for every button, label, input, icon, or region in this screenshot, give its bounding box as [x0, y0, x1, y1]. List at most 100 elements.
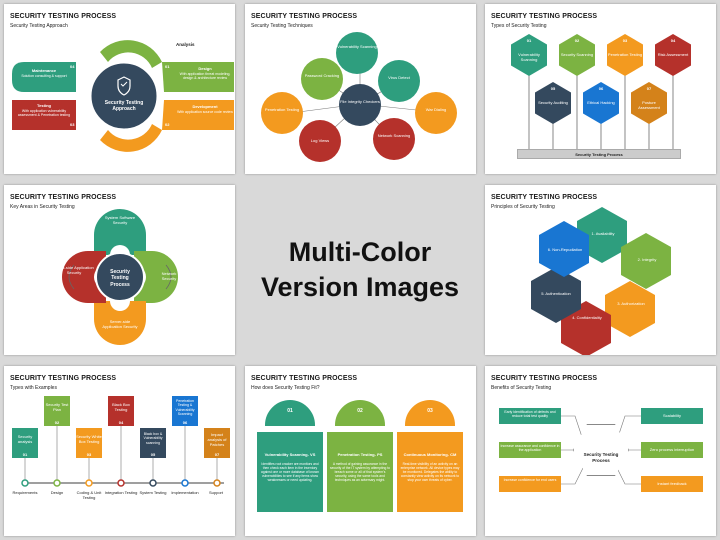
benefit-left-2: Increase assurance and confidence in the…	[500, 444, 560, 453]
vulnerability-scanning-label: Vulnerability Scanning	[337, 44, 377, 49]
center-label: Security Testing Process	[110, 269, 130, 288]
development-heading: Development	[192, 104, 218, 109]
authorization-label: 3. Authorization	[617, 301, 645, 306]
type-hexagon[interactable]	[511, 34, 547, 76]
slide-subtitle: Security Testing Approach	[10, 23, 68, 29]
timeline	[21, 426, 224, 487]
slide-title: SECURITY TESTING PROCESS	[251, 375, 358, 382]
column-card[interactable]	[327, 432, 393, 512]
step-number: 04	[70, 64, 75, 69]
heading-line-2: Version Images	[260, 272, 460, 302]
card-number: 06	[182, 420, 188, 425]
slide-title: SECURITY TESTING PROCESS	[251, 13, 358, 20]
center-label: Security Testing Approach	[104, 100, 144, 113]
card-text: Impact analysis of Patches	[207, 432, 227, 447]
slide-title: SECURITY TESTING PROCESS	[491, 375, 598, 382]
column-heading: Penetration Testing- PS	[337, 452, 383, 457]
war-dialing-label: War Dialing	[425, 107, 447, 112]
slide-title: SECURITY TESTING PROCESS	[10, 375, 117, 382]
benefit-box[interactable]	[641, 442, 703, 458]
card-number: 02	[54, 420, 60, 425]
column-card[interactable]	[397, 432, 463, 512]
timeline-step: Coding & Unit Testing	[76, 490, 102, 500]
slide-subtitle: Security Testing Techniques	[251, 23, 313, 29]
system-software-label: System Software Security	[104, 215, 136, 225]
slide-subtitle: Principles of Security Testing	[491, 204, 555, 210]
benefit-right-1: Scalability	[662, 413, 681, 418]
type-hexagon[interactable]	[631, 82, 667, 124]
type-hexagon[interactable]	[583, 82, 619, 124]
timeline-step: Design	[50, 490, 64, 495]
technique-node[interactable]	[299, 120, 341, 162]
password-cracking-label: Password Cracking	[304, 73, 340, 78]
server-side-label: Server-side Application Security	[102, 319, 138, 329]
type-number: 06	[598, 86, 604, 91]
benefit-box[interactable]	[499, 408, 561, 424]
timeline-step: System Testing	[139, 490, 167, 495]
example-card[interactable]	[108, 396, 134, 426]
slide-title: SECURITY TESTING PROCESS	[491, 194, 598, 201]
example-card[interactable]	[44, 396, 70, 426]
technique-node[interactable]	[301, 58, 343, 100]
card-text: Black box & Vulnerability scanning	[143, 432, 163, 445]
benefit-box[interactable]	[499, 442, 561, 458]
example-card[interactable]	[140, 428, 166, 458]
example-card[interactable]	[172, 396, 198, 426]
slide-key-areas[interactable]: SECURITY TESTING PROCESS Key Areas in Se…	[4, 185, 235, 355]
authentication-label: 5. Authentication	[541, 291, 571, 296]
benefit-box[interactable]	[499, 476, 561, 492]
card-text: Penetration Testing & Vulnerability Scan…	[175, 399, 195, 417]
timeline-step: Implementation	[171, 490, 199, 495]
card-number: 04	[118, 420, 124, 425]
benefit-box[interactable]	[641, 476, 703, 492]
example-card[interactable]	[76, 428, 102, 458]
slide-principles[interactable]: SECURITY TESTING PROCESS Principles of S…	[485, 185, 716, 355]
step-number: 01	[165, 64, 170, 69]
example-card[interactable]	[204, 428, 230, 458]
multi-color-heading: Multi-Color Version Images	[240, 185, 480, 355]
approach-diagram	[12, 40, 234, 152]
card-number: 07	[214, 452, 220, 457]
key-areas-ring	[62, 209, 178, 345]
technique-node[interactable]	[373, 118, 415, 160]
type-hexagon[interactable]	[655, 34, 691, 76]
card-text: Security analysis	[17, 434, 33, 444]
card-text: Security White Box Testing	[76, 434, 102, 444]
column-card[interactable]	[257, 432, 323, 512]
slide-how-fits[interactable]: SECURITY TESTING PROCESS How does Securi…	[245, 366, 476, 536]
slide-techniques[interactable]: SECURITY TESTING PROCESS Security Testin…	[245, 4, 476, 174]
technique-node[interactable]	[378, 60, 420, 102]
slide-types-examples[interactable]: SECURITY TESTING PROCESS Types with Exam…	[4, 366, 235, 536]
technique-node[interactable]	[261, 92, 303, 134]
center-node[interactable]	[339, 84, 381, 126]
technique-node[interactable]	[415, 92, 457, 134]
slide-benefits[interactable]: SECURITY TESTING PROCESS Benefits of Sec…	[485, 366, 716, 536]
type-label: Penetration Testing	[607, 52, 643, 57]
type-hexagon[interactable]	[559, 34, 595, 76]
benefit-left-3: Increase confidence for end users	[503, 478, 557, 482]
slide-subtitle: Types with Examples	[10, 385, 57, 391]
slide-title: SECURITY TESTING PROCESS	[491, 13, 598, 20]
benefit-box[interactable]	[641, 408, 703, 424]
slide-subtitle: How does Security Testing Fit?	[251, 385, 320, 391]
type-hexagon[interactable]	[535, 82, 571, 124]
type-hexagon[interactable]	[607, 34, 643, 76]
card-number: 01	[22, 452, 28, 457]
slide-types[interactable]: SECURITY TESTING PROCESS Types of Securi…	[485, 4, 716, 174]
process-footer-bar	[517, 149, 681, 159]
slide-approach[interactable]: SECURITY TESTING PROCESS Security Testin…	[4, 4, 235, 174]
column-number: 03	[427, 408, 433, 414]
card-number: 05	[150, 452, 156, 457]
type-number: 05	[550, 86, 556, 91]
column-text: A method of gaining assurance in the sec…	[329, 462, 391, 483]
principle-hexagon[interactable]	[605, 281, 655, 337]
type-number: 04	[670, 38, 676, 43]
slide-subtitle: Types of Security Testing	[491, 23, 547, 29]
example-card[interactable]	[12, 428, 38, 458]
benefit-left-1: Early identification of defects and redu…	[504, 410, 556, 419]
column-text: Identifies root cracker are monitors and…	[261, 462, 319, 483]
network-scanning-label: Network Scanning	[377, 133, 411, 138]
technique-node[interactable]	[336, 32, 378, 74]
column-heading: Continuous Monitoring- CM	[403, 452, 457, 457]
